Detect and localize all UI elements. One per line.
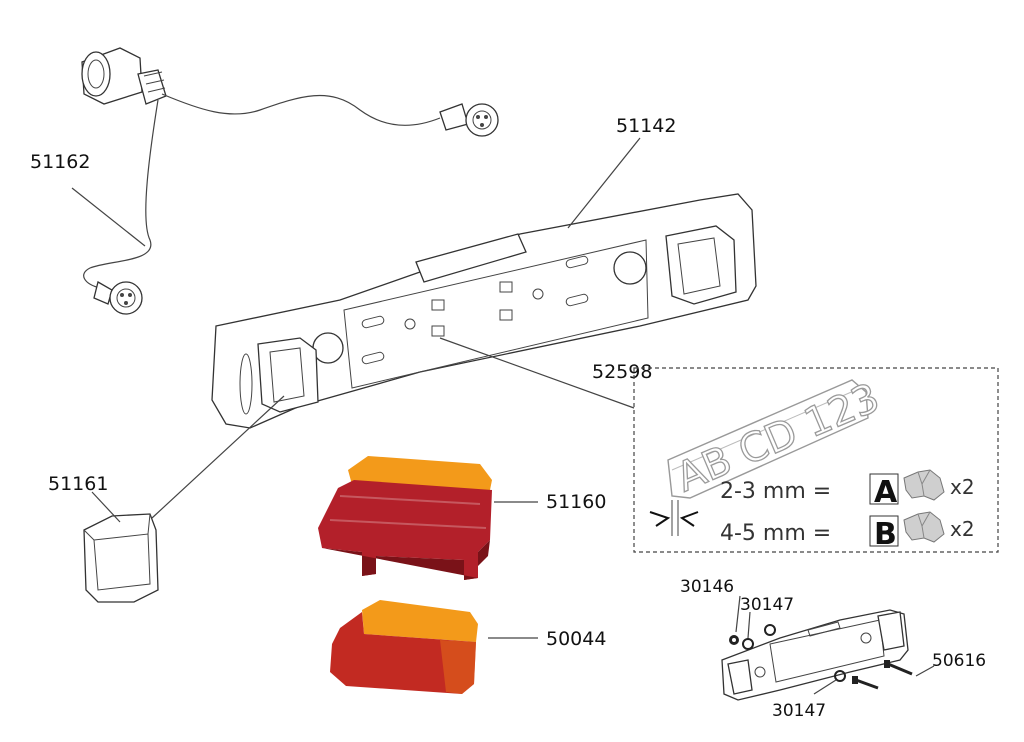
socket-left-icon <box>93 281 143 315</box>
bar-slots <box>361 255 589 365</box>
letter-box-a <box>869 473 899 505</box>
clip-a-icon <box>903 469 945 501</box>
lamp-bar: 51142 <box>211 115 757 429</box>
label-50044: 50044 <box>546 628 606 650</box>
qty-row-b: x2 <box>950 517 975 541</box>
letter-a: A <box>874 475 898 510</box>
mini-assembly: 30146 30147 50616 30147 <box>680 577 986 721</box>
cable-assembly: 51162 <box>30 47 499 315</box>
plug-connector-icon <box>81 47 167 105</box>
label-30147-top: 30147 <box>740 595 794 615</box>
label-51162: 51162 <box>30 151 90 173</box>
lens-small-red <box>330 612 476 694</box>
screw-icon <box>852 660 913 690</box>
washer-icon <box>742 624 846 682</box>
lamp-unit-left-icon <box>239 337 319 415</box>
tail-lens-small: 50044 <box>330 600 606 694</box>
formula-row-b: 4-5 mm = <box>720 521 831 546</box>
label-52598: 52598 <box>592 361 652 383</box>
nut-icon <box>729 635 739 645</box>
qty-row-a: x2 <box>950 475 975 499</box>
lamp-cover: 51161 <box>48 395 285 603</box>
label-50616: 50616 <box>932 651 986 671</box>
letter-b: B <box>874 517 897 552</box>
label-30146: 30146 <box>680 577 734 597</box>
clip-b-icon <box>903 511 945 543</box>
lens-large-red <box>318 480 492 580</box>
detail-frame <box>633 367 999 553</box>
lens-small-amber <box>362 600 478 642</box>
socket-right-icon <box>439 103 499 137</box>
thickness-arrows-icon <box>649 500 699 536</box>
label-51142: 51142 <box>616 115 676 137</box>
plate-holder-detail: 52598 AB CD 123 2-3 mm = A x2 4-5 mm = B <box>439 337 999 553</box>
letter-box-b <box>869 515 899 547</box>
label-30147-bottom: 30147 <box>772 701 826 721</box>
label-51161: 51161 <box>48 473 108 495</box>
tail-lens-large: 51160 <box>318 456 606 580</box>
lamp-unit-right-icon <box>665 225 737 305</box>
label-51160: 51160 <box>546 491 606 513</box>
formula-row-a: 2-3 mm = <box>720 479 831 504</box>
